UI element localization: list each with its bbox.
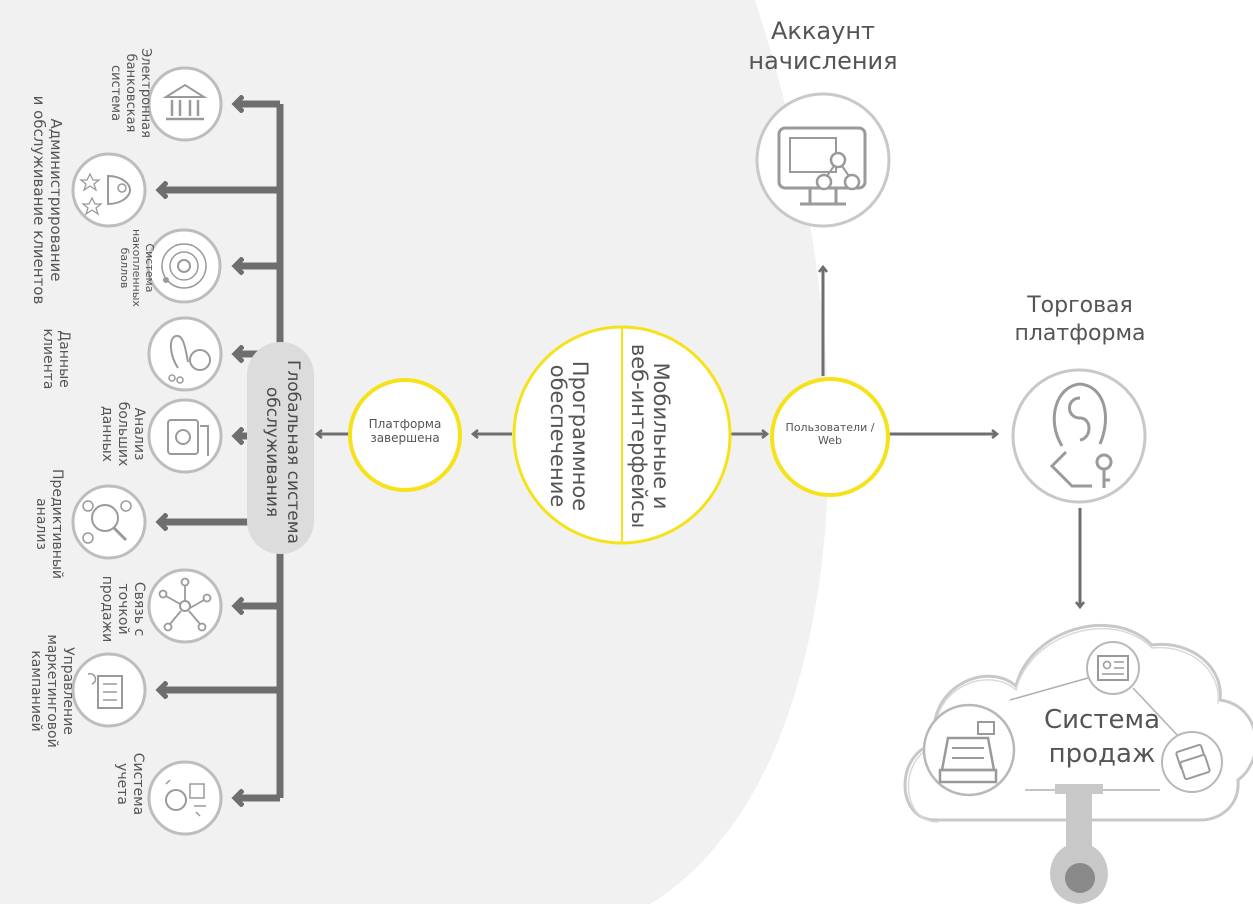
credit-cards-icon [1161, 731, 1223, 793]
accounting-icon [147, 760, 223, 836]
service-label-admin: Администрирование и обслуживание клиенто… [29, 95, 65, 305]
billing-monitor-icon [755, 92, 891, 228]
service-label-banking: Электронная банковская система [108, 48, 153, 138]
big-data-icon [147, 398, 223, 474]
trading-platform-icon [1011, 368, 1147, 504]
sales-system-line2: продаж [1048, 738, 1156, 769]
sales-system-line1: Система [1043, 705, 1161, 735]
billing-account-title: Аккаунт начисления [723, 16, 923, 76]
trading-platform-line1: Торговая [1027, 293, 1133, 318]
service-label-predictive: Предиктивный анализ [32, 468, 65, 580]
customer-service-icon [71, 152, 147, 228]
service-branches [160, 104, 280, 798]
service-label-pos: Связь с точкой продажи [98, 575, 147, 643]
users-web-line1: Пользователи / [785, 421, 875, 434]
billing-account-line1: Аккаунт [771, 17, 875, 45]
cloud-plug-icon [1050, 784, 1108, 904]
users-web-line2: Web [818, 433, 842, 447]
sales-system-title: Система продаж [1032, 704, 1172, 772]
users-web-circle [770, 377, 890, 497]
users-web-label: Пользователи / Web [772, 421, 888, 447]
global-system-label: Глобальная система обслуживания [261, 360, 303, 544]
platform-done-circle [348, 378, 462, 492]
software-label: Программное обеспечение [545, 360, 592, 512]
cash-register-icon [922, 703, 1016, 797]
platform-done-line2: завершена [370, 430, 440, 445]
service-label-client-data: Данные клиента [39, 328, 72, 390]
client-data-icon [147, 316, 223, 392]
campaign-icon [71, 652, 147, 728]
predictive-icon [71, 484, 147, 560]
global-system-pill [247, 342, 314, 554]
service-label-points: Система накопленных баллов [117, 229, 156, 307]
service-label-big-data: Анализ больших данных [98, 401, 147, 467]
platform-done-line1: Платформа [368, 417, 442, 431]
points-orbit-icon [146, 228, 222, 304]
trading-platform-line2: платформа [1014, 320, 1146, 346]
service-label-accounting: Система учета [113, 752, 146, 816]
trading-platform-title: Торговая платформа [980, 292, 1180, 347]
network-icon [147, 568, 223, 644]
billing-account-line2: начисления [748, 47, 898, 75]
profile-card-icon [1086, 641, 1140, 695]
mobile-web-label: Мобильные и веб-интерфейсы [626, 343, 673, 529]
platform-done-label: Платформа завершена [352, 417, 458, 446]
service-label-campaign: Управление маркетинговой кампанией [27, 634, 76, 748]
bank-icon [147, 66, 223, 142]
